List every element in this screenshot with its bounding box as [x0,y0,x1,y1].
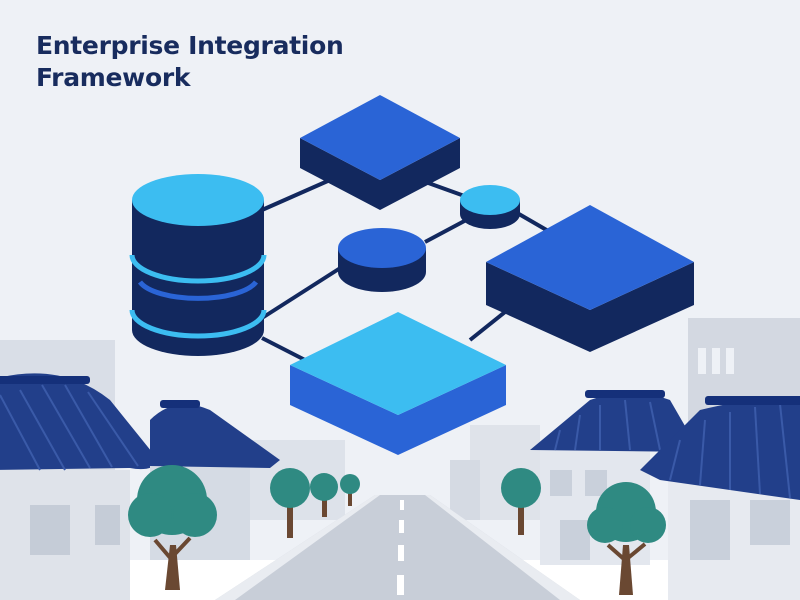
tree-right-large [587,482,666,595]
right-house-back [530,390,700,565]
database-cylinder-icon [129,174,267,356]
connector-db-middle [260,263,347,320]
tree-right-medium [501,468,541,535]
title-line-1: Enterprise Integration [36,31,344,60]
middle-disc-icon [338,228,426,292]
street-scene [0,318,800,600]
road-edge-right [425,495,580,600]
tall-building-windows [698,348,734,374]
road-markings [397,500,404,595]
small-disc-icon [460,185,520,229]
right-house-front [640,396,800,600]
title-line-2: Framework [36,63,191,92]
tree-left-tiny [340,474,360,506]
connector-disc-middle [424,216,471,244]
right-block-icon [486,205,694,352]
connector-db-bottom [261,336,306,362]
road [215,495,580,600]
tree-left-medium [270,468,310,538]
far-building-right-2 [450,460,480,520]
road-edge-left [215,495,380,600]
tree-left-large [128,465,217,590]
bottom-block-icon [290,312,506,455]
page-title: Enterprise Integration Framework [36,30,344,94]
left-house-front [0,373,160,600]
connector-db-top [261,178,331,212]
top-block-icon [300,95,460,210]
tree-left-small [310,473,338,517]
